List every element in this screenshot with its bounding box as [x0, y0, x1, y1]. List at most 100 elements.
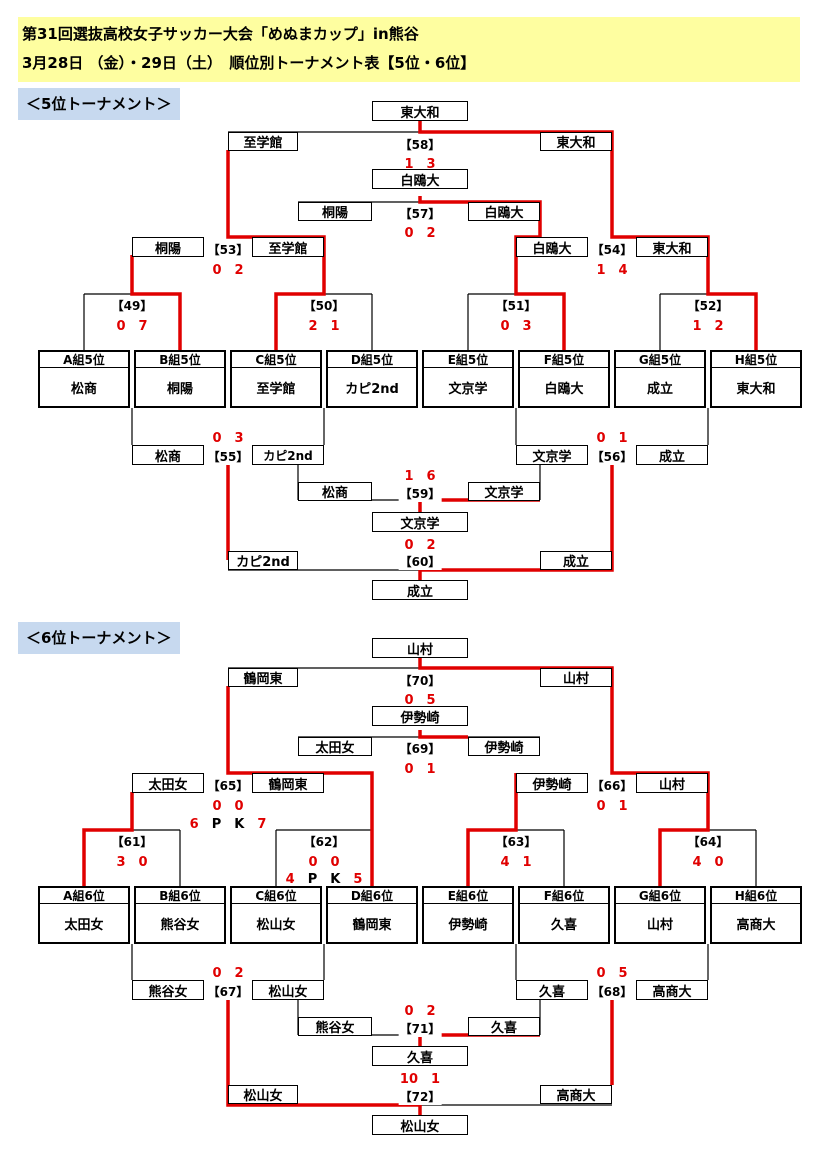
m56-score: 0 1 — [596, 431, 628, 446]
m58-label: 【58】 — [398, 136, 442, 153]
m66-right: 山村 — [636, 773, 708, 793]
m68-label: 【68】 — [590, 983, 634, 1000]
m59-right: 文京学 — [468, 482, 540, 501]
m63-score: 4 1 — [500, 855, 532, 870]
m57-right: 白鴎大 — [468, 202, 540, 221]
team-c5: 至学館 — [230, 368, 322, 408]
m69-score: 0 1 — [404, 762, 436, 777]
m66-label: 【66】 — [590, 777, 634, 794]
team-e5: 文京学 — [422, 368, 514, 408]
m52-label: 【52】 — [686, 297, 730, 314]
team-g6: 山村 — [614, 904, 706, 944]
m72-label: 【72】 — [398, 1088, 442, 1105]
m60-score: 0 2 — [404, 538, 436, 553]
m53-right: 至学館 — [252, 237, 324, 257]
m72-left: 松山女 — [228, 1085, 298, 1104]
m54-label: 【54】 — [590, 241, 634, 258]
m58-left: 至学館 — [228, 132, 298, 151]
m68-right: 高商大 — [636, 980, 708, 1000]
m58-winner: 白鴎大 — [372, 169, 468, 189]
m55-score: 0 3 — [212, 431, 244, 446]
team-group-a6: A組6位 — [38, 886, 130, 904]
team-group-f5: F組5位 — [518, 350, 610, 368]
m50-label: 【50】 — [302, 297, 346, 314]
m71-left: 熊谷女 — [298, 1017, 372, 1036]
title-line-2: 3月28日 （金）・29日（土） 順位別トーナメント表【5位・6位】 — [22, 54, 476, 72]
m68-left: 久喜 — [516, 980, 588, 1000]
m70-left: 鶴岡東 — [228, 668, 298, 687]
team-a5: 松商 — [38, 368, 130, 408]
m56-left: 文京学 — [516, 445, 588, 465]
m59-left: 松商 — [298, 482, 372, 501]
m62-label: 【62】 — [302, 833, 346, 850]
m52-score: 1 2 — [692, 319, 724, 334]
m69-right: 伊勢崎 — [468, 737, 540, 756]
team-group-c6: C組6位 — [230, 886, 322, 904]
final-winner-5th: 東大和 — [372, 101, 468, 121]
m57-score: 0 2 — [404, 226, 436, 241]
m64-label: 【64】 — [686, 833, 730, 850]
team-group-b5: B組5位 — [134, 350, 226, 368]
m54-left: 白鴎大 — [516, 237, 588, 257]
section-title-6th: ＜6位トーナメント＞ — [18, 622, 180, 654]
m55-left: 松商 — [132, 445, 204, 465]
m53-left: 桐陽 — [132, 237, 204, 257]
m70-right: 山村 — [540, 668, 612, 687]
team-group-g6: G組6位 — [614, 886, 706, 904]
m54-right: 東大和 — [636, 237, 708, 257]
m53-label: 【53】 — [206, 241, 250, 258]
m69-label: 【69】 — [398, 740, 442, 757]
m62-pk: 4 P K 5 — [285, 872, 363, 887]
m72-right: 高商大 — [540, 1085, 612, 1104]
m51-label: 【51】 — [494, 297, 538, 314]
m70-label: 【70】 — [398, 672, 442, 689]
team-group-b6: B組6位 — [134, 886, 226, 904]
m71-right: 久喜 — [468, 1017, 540, 1036]
team-f6: 久喜 — [518, 904, 610, 944]
team-group-d5: D組5位 — [326, 350, 418, 368]
m51-score: 0 3 — [500, 319, 532, 334]
m69-left: 太田女 — [298, 737, 372, 756]
m65-label: 【65】 — [206, 777, 250, 794]
m72-winner: 松山女 — [372, 1115, 468, 1135]
team-group-f6: F組6位 — [518, 886, 610, 904]
m60-right: 成立 — [540, 551, 612, 570]
final-winner-6th: 山村 — [372, 638, 468, 658]
m64-score: 4 0 — [692, 855, 724, 870]
m66-score: 0 1 — [596, 799, 628, 814]
m60-label: 【60】 — [398, 553, 442, 570]
section-title-5th: ＜5位トーナメント＞ — [18, 88, 180, 120]
m70-winner: 伊勢崎 — [372, 706, 468, 726]
team-group-e6: E組6位 — [422, 886, 514, 904]
m71-winner: 久喜 — [372, 1046, 468, 1066]
m55-label: 【55】 — [206, 448, 250, 465]
m58-score: 1 3 — [404, 157, 436, 172]
team-h6: 高商大 — [710, 904, 802, 944]
team-e6: 伊勢崎 — [422, 904, 514, 944]
m65-pk: 6 P K 7 — [189, 817, 267, 832]
m61-label: 【61】 — [110, 833, 154, 850]
m49-score: 0 7 — [116, 319, 148, 334]
m53-score: 0 2 — [212, 263, 244, 278]
m49-label: 【49】 — [110, 297, 154, 314]
team-group-d6: D組6位 — [326, 886, 418, 904]
m54-score: 1 4 — [596, 263, 628, 278]
team-group-a5: A組5位 — [38, 350, 130, 368]
team-b5: 桐陽 — [134, 368, 226, 408]
m72-score: 10 1 — [399, 1072, 441, 1087]
team-d6: 鶴岡東 — [326, 904, 418, 944]
m57-left: 桐陽 — [298, 202, 372, 221]
m63-label: 【63】 — [494, 833, 538, 850]
m61-score: 3 0 — [116, 855, 148, 870]
m59-winner: 文京学 — [372, 512, 468, 532]
team-group-e5: E組5位 — [422, 350, 514, 368]
title-banner: 第31回選抜高校女子サッカー大会「めぬまカップ」in熊谷 3月28日 （金）・2… — [18, 17, 800, 82]
m65-score: 0 0 — [212, 799, 244, 814]
m59-label: 【59】 — [398, 485, 442, 502]
m67-label: 【67】 — [206, 983, 250, 1000]
m68-score: 0 5 — [596, 966, 628, 981]
m67-score: 0 2 — [212, 966, 244, 981]
title-line-1: 第31回選抜高校女子サッカー大会「めぬまカップ」in熊谷 — [22, 25, 419, 43]
m55-right: カピ2nd — [252, 445, 324, 465]
m67-left: 熊谷女 — [132, 980, 204, 1000]
